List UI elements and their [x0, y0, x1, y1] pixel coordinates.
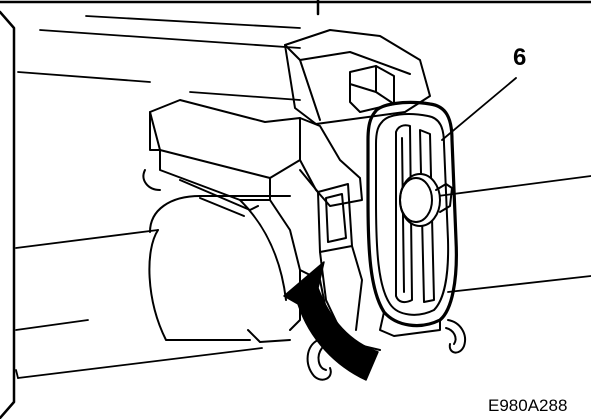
frame-rails [15, 15, 591, 379]
lever-part-6 [366, 100, 458, 337]
part-number-callout: 6 [513, 44, 527, 71]
figure-code-label: E980A288 [488, 396, 568, 415]
bottom-hooks [306, 319, 466, 381]
rotation-arrow [283, 261, 379, 381]
callout-leader-line [441, 77, 517, 141]
top-box [284, 29, 431, 125]
tube-body [142, 169, 291, 341]
